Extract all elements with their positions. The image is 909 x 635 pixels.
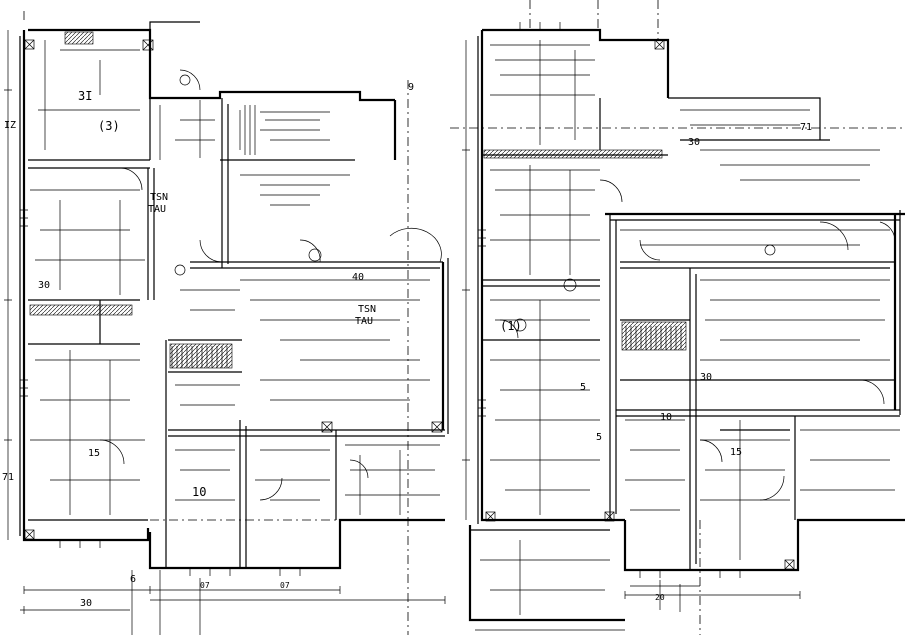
- left-interior-walls: [28, 21, 445, 568]
- label-20: 20: [655, 593, 665, 602]
- left-outer-walls: [19, 28, 449, 570]
- left-hatched-wall-a: [29, 304, 133, 316]
- right-symbols: [485, 39, 795, 570]
- label-10-right: 10: [660, 412, 672, 423]
- right-unit-plan: [450, 0, 905, 635]
- label-9: 9: [408, 82, 414, 93]
- left-axis-lines: [23, 8, 445, 635]
- left-dimension-lines: [4, 30, 446, 635]
- label-30-right: 30: [688, 137, 700, 148]
- right-stairs: [625, 326, 682, 350]
- left-stairs: [171, 105, 256, 368]
- label-07-a: 07: [200, 581, 210, 590]
- left-door-swings: [99, 69, 442, 501]
- label-15-left: 15: [88, 448, 100, 459]
- right-hatched-wall-a: [483, 149, 663, 159]
- label-10: 10: [192, 485, 206, 499]
- label-tsn-1: TSN: [150, 192, 168, 203]
- label-room-1: (1): [500, 319, 522, 333]
- label-5-b: 5: [596, 432, 602, 443]
- label-15-right: 15: [730, 447, 742, 458]
- plan-labels: IZ (3) 3I TSN TAU 40 TSN TAU 10 30 6 71 …: [2, 82, 812, 609]
- right-axis-lines: [450, 0, 905, 635]
- right-detail-lines: [480, 40, 900, 615]
- label-30-low: 30: [700, 372, 712, 383]
- label-tsn-2: TSN: [358, 304, 376, 315]
- label-6: 6: [130, 574, 136, 585]
- left-hatched-wall-c: [64, 31, 94, 45]
- label-30-left: 30: [80, 598, 92, 609]
- label-room-3: (3): [98, 119, 120, 133]
- label-40: 40: [352, 272, 364, 283]
- label-iz: IZ: [4, 120, 16, 131]
- left-symbols: [24, 39, 443, 540]
- label-tau-2: TAU: [355, 316, 373, 327]
- label-5-a: 5: [580, 382, 586, 393]
- right-dimension-lines: [462, 40, 801, 631]
- label-30-mid: 30: [38, 280, 50, 291]
- label-tau-1: TAU: [148, 204, 166, 215]
- label-07-b: 07: [280, 581, 290, 590]
- right-windows: [478, 22, 741, 578]
- label-71-left: 71: [2, 472, 14, 483]
- left-detail-lines: [30, 40, 440, 515]
- label-71-right: 71: [800, 122, 812, 133]
- left-windows: [20, 209, 301, 576]
- label-3i: 3I: [78, 89, 92, 103]
- right-door-swings: [499, 179, 896, 501]
- left-hatched-wall-b: [169, 343, 233, 369]
- right-outer-walls: [468, 28, 905, 622]
- left-unit-plan: [4, 8, 449, 635]
- right-hatched-wall-b: [621, 321, 687, 351]
